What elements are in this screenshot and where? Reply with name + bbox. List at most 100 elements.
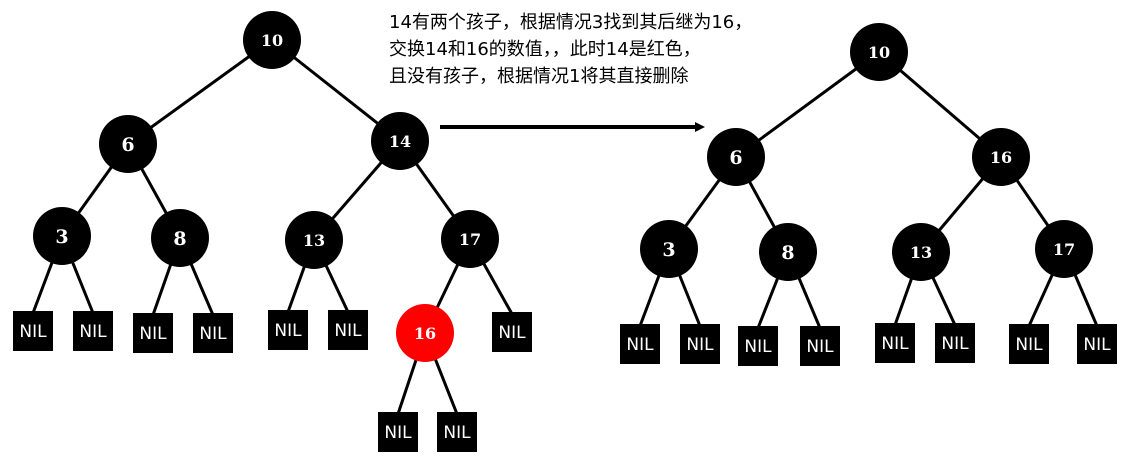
tree-node-8: 8 xyxy=(759,223,817,281)
nil-label: NIL xyxy=(941,334,969,354)
node-label: 13 xyxy=(303,231,325,250)
nil-box xyxy=(13,311,53,351)
nil-label: NIL xyxy=(334,321,362,341)
tree-node-6: 6 xyxy=(99,115,157,173)
node-label: 17 xyxy=(459,230,481,249)
nil-label: NIL xyxy=(384,423,412,443)
tree-edge xyxy=(735,50,880,159)
black-node-circle xyxy=(972,128,1030,186)
tree-node-3: 3 xyxy=(640,220,698,278)
nil-leaf: NIL xyxy=(1077,324,1117,364)
nil-label: NIL xyxy=(443,423,471,443)
nil-leaf: NIL xyxy=(437,412,477,452)
nil-label: NIL xyxy=(139,324,167,344)
black-node-circle xyxy=(371,112,429,170)
tree-node-10: 10 xyxy=(243,11,301,69)
black-node-circle xyxy=(99,115,157,173)
nil-leaf: NIL xyxy=(1009,324,1049,364)
nil-box xyxy=(133,313,173,353)
nil-label: NIL xyxy=(1015,335,1043,355)
nil-leaf: NIL xyxy=(13,311,53,351)
explanation-caption: 14有两个孩子，根据情况3找到其后继为16， 交换14和16的数值，，此时14是… xyxy=(389,9,752,90)
nil-box xyxy=(437,412,477,452)
nil-label: NIL xyxy=(626,335,654,355)
node-label: 17 xyxy=(1053,240,1075,259)
tree-node-3: 3 xyxy=(33,207,91,265)
nil-leaf: NIL xyxy=(378,412,418,452)
black-node-circle xyxy=(759,223,817,281)
nil-box xyxy=(935,323,975,363)
caption-line-2: 交换14和16的数值，，此时14是红色， xyxy=(389,39,701,60)
nil-label: NIL xyxy=(806,337,834,357)
nil-leaf: NIL xyxy=(133,313,173,353)
black-node-circle xyxy=(640,220,698,278)
black-node-circle xyxy=(243,11,301,69)
tree-node-13: 13 xyxy=(892,223,950,281)
node-label: 16 xyxy=(414,324,436,343)
node-label: 13 xyxy=(910,243,932,262)
nil-leaf: NIL xyxy=(738,326,778,366)
tree-node-17: 17 xyxy=(1035,220,1093,278)
nil-box xyxy=(268,310,308,350)
nil-leaf: NIL xyxy=(800,326,840,366)
nil-leaf: NIL xyxy=(680,324,720,364)
tree-node-16: 16 xyxy=(396,304,454,362)
nil-leaf: NIL xyxy=(73,311,113,351)
node-label: 3 xyxy=(662,239,675,261)
black-node-circle xyxy=(441,210,499,268)
nil-leaf: NIL xyxy=(193,313,233,353)
nil-box xyxy=(328,310,368,350)
nil-box xyxy=(620,324,660,364)
nil-label: NIL xyxy=(79,322,107,342)
nil-box xyxy=(1077,324,1117,364)
tree-node-8: 8 xyxy=(151,209,209,267)
black-node-circle xyxy=(850,23,908,81)
black-node-circle xyxy=(151,209,209,267)
tree-node-17: 17 xyxy=(441,210,499,268)
nil-leaf: NIL xyxy=(620,324,660,364)
black-node-circle xyxy=(285,211,343,269)
tree-node-10: 10 xyxy=(850,23,908,81)
nil-box xyxy=(738,326,778,366)
nil-label: NIL xyxy=(498,323,526,343)
black-node-circle xyxy=(33,207,91,265)
node-label: 8 xyxy=(173,228,186,250)
black-node-circle xyxy=(707,128,765,186)
nil-box xyxy=(193,313,233,353)
black-node-circle xyxy=(1035,220,1093,278)
nil-box xyxy=(492,312,532,352)
nil-label: NIL xyxy=(1083,335,1111,355)
red-node-circle xyxy=(396,304,454,362)
tree-nodes: 10 6 14 3 8 13 17 16 10 6 16 3 8 13 17 xyxy=(33,11,1093,362)
nil-leaf: NIL xyxy=(328,310,368,350)
black-node-circle xyxy=(892,223,950,281)
nil-box xyxy=(800,326,840,366)
nil-box xyxy=(680,324,720,364)
caption-line-1: 14有两个孩子，根据情况3找到其后继为16， xyxy=(389,12,753,33)
node-label: 6 xyxy=(121,134,134,156)
node-label: 10 xyxy=(261,31,283,50)
nil-leaf: NIL xyxy=(492,312,532,352)
node-label: 16 xyxy=(990,148,1012,167)
nil-label: NIL xyxy=(274,321,302,341)
tree-node-6: 6 xyxy=(707,128,765,186)
nil-box xyxy=(73,311,113,351)
node-label: 3 xyxy=(55,226,68,248)
nil-leaves: NIL NIL NIL NIL NIL NIL NIL NIL NIL NIL NIL NIL NIL N… xyxy=(13,310,1117,452)
nil-label: NIL xyxy=(881,334,909,354)
caption-line-3: 且没有孩子，根据情况1将其直接删除 xyxy=(389,66,689,87)
nil-box xyxy=(1009,324,1049,364)
node-label: 10 xyxy=(868,43,890,62)
nil-label: NIL xyxy=(19,322,47,342)
tree-node-14: 14 xyxy=(371,112,429,170)
nil-box xyxy=(378,412,418,452)
nil-label: NIL xyxy=(686,335,714,355)
nil-leaf: NIL xyxy=(268,310,308,350)
node-label: 6 xyxy=(729,147,742,169)
tree-edge xyxy=(127,38,273,146)
node-label: 14 xyxy=(389,132,411,151)
nil-box xyxy=(875,323,915,363)
nil-leaf: NIL xyxy=(875,323,915,363)
nil-leaf: NIL xyxy=(935,323,975,363)
